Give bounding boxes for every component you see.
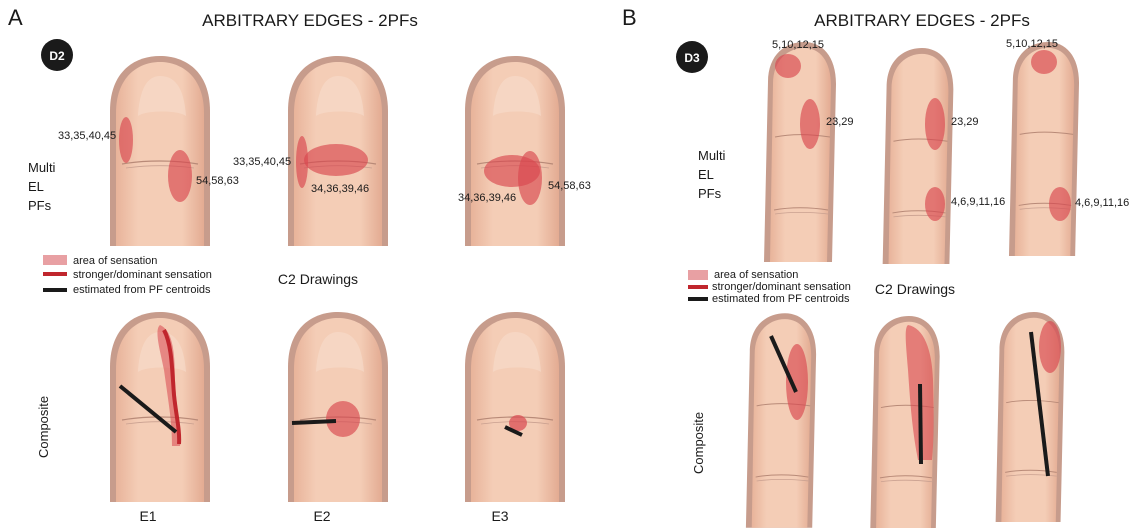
pf-label: 5,10,12,15 [772, 39, 824, 51]
panel-a-composite-label: Composite [36, 396, 51, 458]
digit-badge-d2: D2 [41, 39, 73, 71]
edge-label-e2: E2 [313, 508, 330, 524]
pf-label: 23,29 [826, 116, 854, 128]
pf-area [775, 54, 801, 78]
pf-label: 54,58,63 [548, 180, 591, 192]
legend-estimated-swatch [43, 288, 67, 292]
legend-area-swatch [688, 270, 708, 280]
pf-label: 33,35,40,45 [58, 130, 116, 142]
panel-b-composite-label: Composite [691, 412, 706, 474]
panel-a-subtitle: C2 Drawings [278, 271, 358, 287]
pf-label: 34,36,39,46 [458, 192, 516, 204]
finger-b-row1-1: 5,10,12,15 23,29 [764, 39, 854, 262]
pf-area [168, 150, 192, 202]
legend-estimated-label: estimated from PF centroids [73, 284, 211, 296]
finger-a-composite-e1 [110, 312, 210, 502]
legend-estimated-swatch [688, 297, 708, 301]
panel-a-row1-label-line1: Multi [28, 160, 56, 175]
pf-area [1049, 187, 1071, 221]
pf-label: 54,58,63 [196, 175, 239, 187]
edge-label-e3: E3 [491, 508, 508, 524]
legend-estimated-label: estimated from PF centroids [712, 293, 850, 305]
panel-a-row1-label-line2: EL [28, 179, 44, 194]
pf-area [119, 117, 133, 163]
finger-a-composite-e2 [288, 312, 388, 502]
legend-stronger-label: stronger/dominant sensation [712, 281, 851, 293]
legend-area-label: area of sensation [714, 269, 798, 281]
pf-area [304, 144, 368, 176]
pf-area [326, 401, 360, 437]
finger-b-composite-2 [870, 316, 939, 528]
panel-letter-a: A [8, 5, 23, 30]
estimated-edge-line [920, 384, 921, 464]
digit-badge-d3-label: D3 [684, 51, 700, 65]
finger-b-composite-3 [996, 312, 1065, 522]
digit-badge-d3: D3 [676, 41, 708, 73]
estimated-edge-line [292, 421, 336, 423]
panel-letter-b: B [622, 5, 637, 30]
panel-b-subtitle: C2 Drawings [875, 281, 955, 297]
legend-a: area of sensation stronger/dominant sens… [43, 255, 212, 296]
pf-label: 5,10,12,15 [1006, 38, 1058, 50]
panel-a-row1-label-line3: PFs [28, 198, 52, 213]
pf-area [925, 98, 945, 150]
legend-area-swatch [43, 255, 67, 265]
pf-area [925, 187, 945, 221]
finger-a-row1-3: 34,36,39,46 54,58,63 [458, 56, 591, 246]
legend-stronger-swatch [688, 285, 708, 289]
legend-b: area of sensation stronger/dominant sens… [688, 269, 851, 305]
panel-b-row1-label-line1: Multi [698, 148, 726, 163]
finger-b-composite-1 [746, 313, 816, 528]
pf-area [1039, 321, 1061, 373]
panel-b-row1-label-line3: PFs [698, 186, 722, 201]
digit-badge-d2-label: D2 [49, 49, 65, 63]
finger-b-row1-2: 23,29 4,6,9,11,16 [883, 48, 1006, 264]
pf-label: 4,6,9,11,16 [951, 196, 1005, 208]
pf-label: 4,6,9,11,16 [1075, 197, 1129, 209]
legend-stronger-swatch [43, 272, 67, 276]
pf-area [1031, 50, 1057, 74]
legend-area-label: area of sensation [73, 255, 157, 267]
pf-label: 33,35,40,45 [233, 156, 291, 168]
finger-a-row1-1: 33,35,40,45 54,58,63 [58, 56, 239, 246]
finger-b-row1-3: 5,10,12,15 4,6,9,11,16 [1006, 38, 1129, 256]
edge-label-e1: E1 [139, 508, 156, 524]
panel-a-title: ARBITRARY EDGES - 2PFs [202, 11, 418, 30]
pf-label: 23,29 [951, 116, 979, 128]
pf-label: 34,36,39,46 [311, 183, 369, 195]
panel-b-title: ARBITRARY EDGES - 2PFs [814, 11, 1030, 30]
finger-a-row1-2: 33,35,40,45 34,36,39,46 [233, 56, 388, 246]
pf-area [786, 344, 808, 420]
legend-stronger-label: stronger/dominant sensation [73, 269, 212, 281]
panel-b-row1-label-line2: EL [698, 167, 714, 182]
pf-area [800, 99, 820, 149]
finger-a-composite-e3 [465, 312, 565, 502]
pf-area [518, 151, 542, 205]
